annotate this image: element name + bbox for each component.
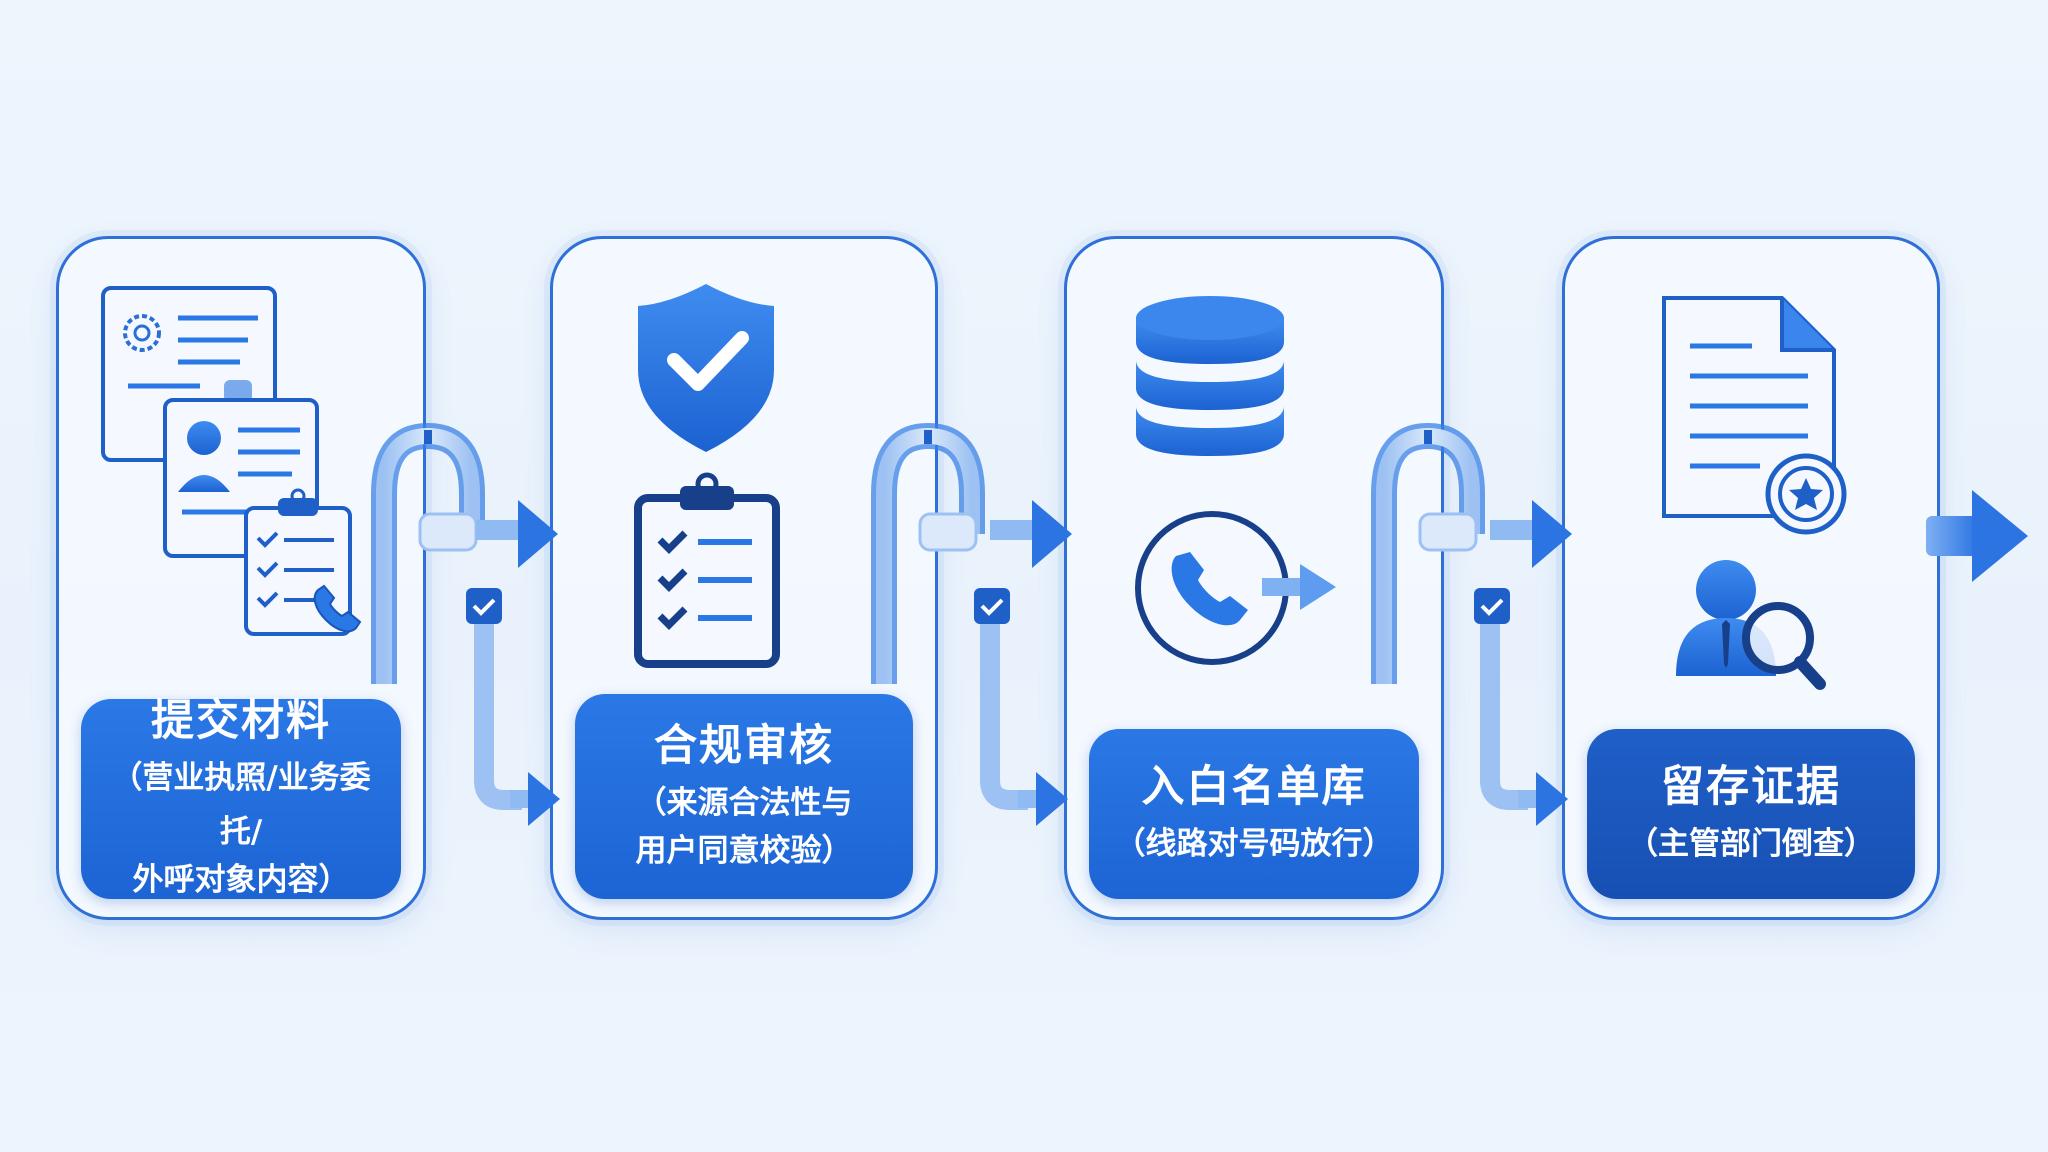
step-title: 留存证据: [1661, 762, 1841, 812]
step-label-submit-materials: 提交材料 （营业执照/业务委托/ 外呼对象内容）: [81, 696, 401, 899]
pipe-connector: [371, 422, 560, 826]
step-title: 提交材料: [151, 696, 331, 746]
step-detail-line: （主管部门倒查）: [1627, 826, 1875, 862]
database-icon: [1136, 296, 1284, 456]
step-title: 入白名单库: [1141, 762, 1367, 812]
final-arrow-icon: [1926, 490, 2028, 582]
step-label-compliance-review: 合规审核 （来源合法性与 用户同意校验）: [575, 694, 913, 899]
step-label-retain-evidence: 留存证据 （主管部门倒查）: [1587, 729, 1915, 899]
step-detail-line: （营业执照/业务委托/: [111, 760, 371, 850]
step-detail-line: 用户同意校验）: [635, 832, 853, 869]
step-detail-line: （来源合法性与: [635, 784, 853, 821]
step-title: 合规审核: [654, 720, 834, 771]
document-seal-icon: [1662, 296, 1847, 535]
step-detail-line: 外呼对象内容）: [132, 862, 350, 898]
pipe-connector: [871, 422, 1072, 826]
step-label-whitelist: 入白名单库 （线路对号码放行）: [1089, 729, 1419, 899]
user-search-icon: [1676, 560, 1826, 690]
clipboard-checklist-icon: [634, 472, 780, 668]
arrow-right-icon: [1262, 564, 1336, 610]
phone-icon: [313, 584, 362, 633]
shield-check-icon: [638, 284, 774, 452]
step-detail-line: （线路对号码放行）: [1114, 826, 1394, 862]
pipe-connector: [1371, 422, 1572, 826]
phone-circle-icon: [1135, 511, 1289, 665]
